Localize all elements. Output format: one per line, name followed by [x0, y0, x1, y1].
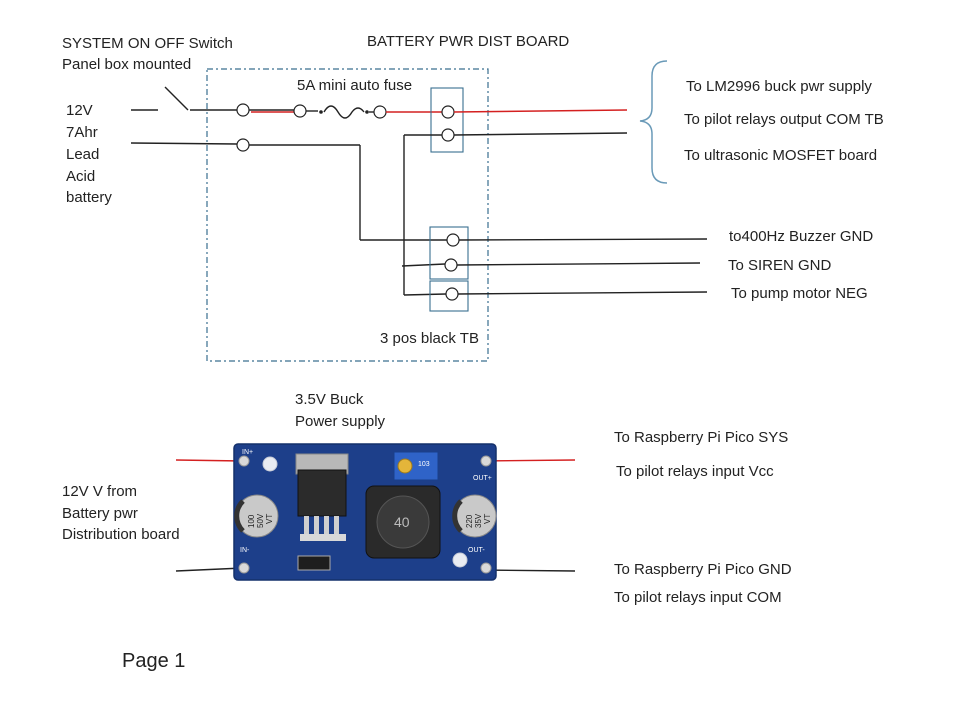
- battery-label-line-2: 7Ahr: [66, 124, 98, 141]
- battery-label-line-4: Acid: [66, 168, 95, 185]
- fuse-terminal-right: [373, 105, 387, 119]
- battery-label: 12V 7Ahr Lead Acid battery: [66, 102, 112, 206]
- inductor-marking: 40: [394, 514, 410, 530]
- pin-in-plus-pad: [238, 455, 250, 467]
- input-capacitor-markings: 100 50V VT: [247, 513, 274, 528]
- distribution-board-outline: [206, 68, 489, 362]
- battery-label-line-3: Lead: [66, 146, 99, 163]
- battery-negative-lead: [130, 142, 238, 145]
- output-label-lm2996: To LM2996 buck pwr supply: [686, 78, 872, 95]
- positive-output-wire-1: [453, 109, 628, 113]
- black-tb-label: 3 pos black TB: [380, 330, 479, 347]
- pin-in-plus-label: IN+: [242, 449, 253, 456]
- black-tb-terminal-1: [446, 233, 460, 247]
- gnd-output-wire-1: [458, 238, 708, 241]
- switch-label-line-1: SYSTEM ON OFF Switch: [62, 35, 233, 52]
- positive-input-terminal: [236, 103, 250, 117]
- cap-in-brand: VT: [265, 514, 274, 524]
- buck-label-line-2: Power supply: [295, 413, 386, 430]
- pin-out-plus-pad: [480, 455, 492, 467]
- buck-input-label-line-2: Battery pwr: [62, 505, 138, 522]
- negative-bus-mid: [401, 263, 446, 267]
- buck-input-label-line-1: 12V V from: [62, 483, 137, 500]
- black-tb-terminal-3: [445, 287, 459, 301]
- positive-tb-terminal-1: [441, 105, 455, 119]
- outputs-brace: [639, 60, 668, 184]
- buck-converter-board: IN+ IN- OUT+ OUT- 100 50V VT 220 35V VT: [233, 443, 497, 581]
- schottky-diode: [297, 555, 331, 571]
- buck-label-line-1: 3.5V Buck: [295, 391, 364, 408]
- fuse-dot-left: [319, 110, 323, 114]
- gnd-output-wire-2: [456, 262, 701, 266]
- fuse-dot-right: [365, 110, 369, 114]
- fuse-terminal-left: [293, 104, 307, 118]
- pin-out-plus-label: OUT+: [473, 475, 492, 482]
- gnd-label-buzzer: to400Hz Buzzer GND: [729, 228, 873, 245]
- buck-in-plus-wire: [175, 459, 244, 462]
- buck-in-minus-wire: [175, 567, 244, 572]
- gnd-label-siren: To SIREN GND: [728, 257, 832, 274]
- positive-terminal-block: [430, 87, 464, 153]
- gnd-label-pump: To pump motor NEG: [731, 285, 868, 302]
- cap-out-brand: VT: [483, 514, 492, 524]
- cap-in-value: 100: [247, 514, 256, 528]
- buck-out-label-relays-com: To pilot relays input COM: [614, 589, 782, 606]
- regulator-pin-2: [314, 516, 319, 534]
- cap-out-value: 220: [465, 514, 474, 528]
- black-tb-lower: [429, 280, 469, 312]
- trim-pot-screw: [397, 458, 413, 474]
- fuse-element: [323, 105, 365, 119]
- black-tb-terminal-2: [444, 258, 458, 272]
- battery-label-line-1: 12V: [66, 102, 93, 119]
- output-label-pilot-relays-com: To pilot relays output COM TB: [684, 111, 884, 128]
- gnd-output-wire-3: [457, 291, 708, 295]
- switch-label: SYSTEM ON OFF Switch Panel box mounted: [62, 35, 233, 73]
- positive-output-wire-2: [453, 132, 628, 136]
- mount-hole-top-left: [262, 456, 278, 472]
- pin-out-minus-pad: [480, 562, 492, 574]
- cap-in-voltage: 50V: [256, 513, 265, 528]
- output-capacitor-stripe: [452, 499, 463, 533]
- pin-in-minus-label: IN-: [240, 547, 250, 554]
- black-tb-upper: [429, 226, 469, 280]
- trim-pot-code: 103: [418, 461, 430, 468]
- buck-out-label-pico-gnd: To Raspberry Pi Pico GND: [614, 561, 792, 578]
- output-label-ultrasonic-mosfet: To ultrasonic MOSFET board: [684, 147, 877, 164]
- regulator-ic: [297, 469, 347, 517]
- page-label: Page 1: [122, 650, 185, 672]
- negative-bus-bottom: [403, 293, 447, 296]
- battery-label-line-5: battery: [66, 189, 112, 206]
- output-capacitor-markings: 220 35V VT: [465, 513, 492, 528]
- switch-lever: [164, 86, 189, 111]
- pin-out-minus-label: OUT-: [468, 547, 485, 554]
- buck-input-label: 12V V from Battery pwr Distribution boar…: [62, 483, 180, 543]
- buck-out-label-pico-sys: To Raspberry Pi Pico SYS: [614, 429, 788, 446]
- buck-input-label-line-3: Distribution board: [62, 526, 180, 543]
- regulator-pin-4: [334, 516, 339, 534]
- buck-out-label-relays-vcc: To pilot relays input Vcc: [616, 463, 774, 480]
- mount-hole-bottom-right: [452, 552, 468, 568]
- board-title: BATTERY PWR DIST BOARD: [367, 33, 569, 50]
- switch-label-line-2: Panel box mounted: [62, 56, 191, 73]
- regulator-pin-3: [324, 516, 329, 534]
- fuse-label: 5A mini auto fuse: [297, 77, 412, 94]
- input-capacitor-stripe: [234, 499, 245, 533]
- regulator-pins: [300, 516, 346, 541]
- inductor-core: [376, 495, 430, 549]
- positive-tb-terminal-2: [441, 128, 455, 142]
- negative-input-terminal: [236, 138, 250, 152]
- regulator-pin-1: [304, 516, 309, 534]
- cap-out-voltage: 35V: [474, 513, 483, 528]
- regulator-pad: [300, 534, 346, 541]
- pin-in-minus-pad: [238, 562, 250, 574]
